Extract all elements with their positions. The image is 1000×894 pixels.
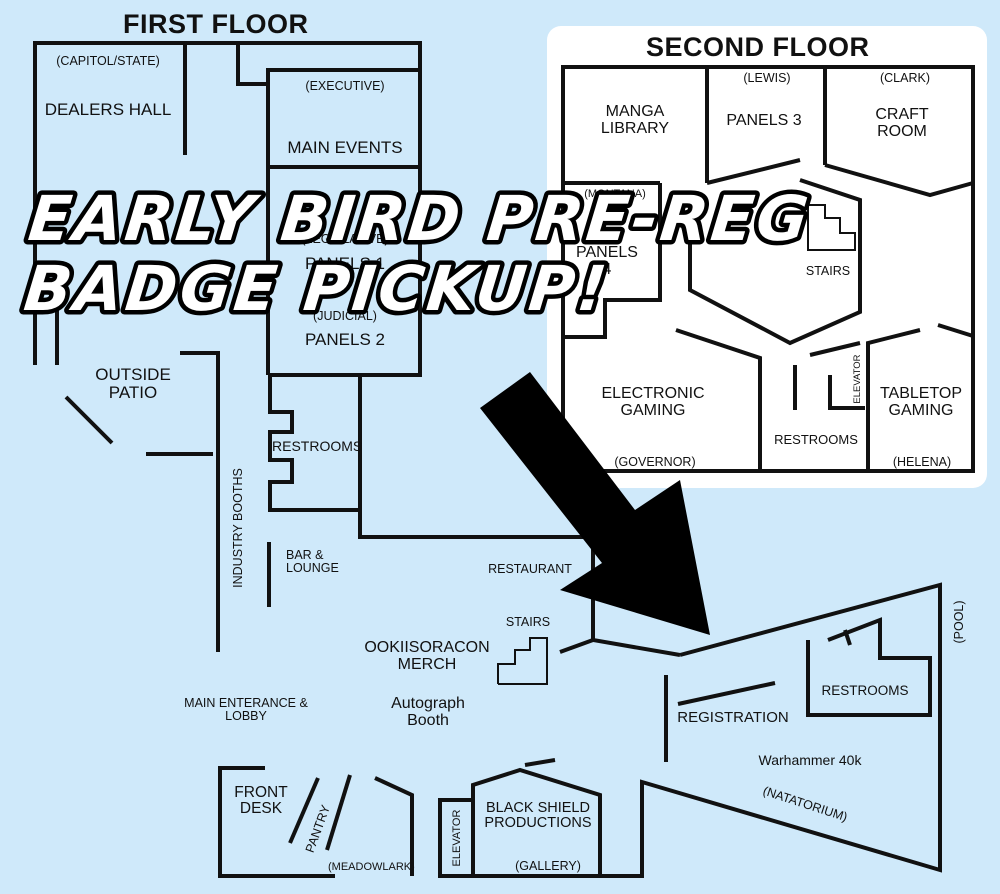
restrooms-2-label: RESTROOMS xyxy=(821,683,909,698)
gallery-label: (GALLERY) xyxy=(515,859,581,873)
black-shield-label: BLACK SHIELD PRODUCTIONS xyxy=(484,800,592,832)
second-floor-title: SECOND FLOOR xyxy=(646,32,870,62)
montana-label: (MONTANA) xyxy=(584,188,646,200)
autograph-booth-label: Autograph Booth xyxy=(391,695,465,729)
helena-label: (HELENA) xyxy=(892,455,952,469)
stairs-2-label: STAIRS xyxy=(805,264,851,278)
tabletop-gaming-label: TABLETOP GAMING xyxy=(879,385,963,419)
registration-label: REGISTRATION xyxy=(677,709,789,726)
front-desk-label: FRONT DESK xyxy=(234,784,288,818)
restaurant-label: RESTAURANT xyxy=(488,562,572,576)
restrooms-1-label: RESTROOMS xyxy=(272,438,363,454)
banner-line-1: EARLY BIRD PRE-REG xyxy=(25,182,814,255)
lewis-label: (LEWIS) xyxy=(743,71,791,85)
banner-line-2: BADGE PICKUP! xyxy=(21,252,613,325)
capitol-state-label: (CAPITOL/STATE) xyxy=(56,54,160,68)
legislative-label: (LEGISLATIVE) xyxy=(301,232,389,246)
merch-label: OOKIISORACON MERCH xyxy=(364,639,490,673)
bar-lounge-label: BAR & LOUNGE xyxy=(286,548,339,576)
craft-room-label: CRAFT ROOM xyxy=(875,106,929,140)
main-entrance-label: MAIN ENTERANCE & LOBBY xyxy=(184,696,308,724)
electronic-gaming-label: ELECTRONIC GAMING xyxy=(601,385,705,419)
panels-2-label: PANELS 2 xyxy=(304,330,385,349)
second-floor-outer-wall xyxy=(561,65,975,473)
clark-label: (CLARK) xyxy=(879,71,930,85)
panels-3-label: PANELS 3 xyxy=(726,112,802,129)
main-events-label: MAIN EVENTS xyxy=(287,138,403,157)
governor-label: (GOVERNOR) xyxy=(614,455,696,469)
first-floor-outer-wall xyxy=(33,41,422,377)
dealers-hall-label: DEALERS HALL xyxy=(44,100,172,119)
panels-1-label: PANELS 1 xyxy=(304,254,385,273)
warhammer-label: Warhammer 40k xyxy=(758,752,862,768)
stairs-icon-2 xyxy=(807,204,856,251)
restrooms-1-wall xyxy=(268,375,360,512)
panels-4-label: PANELS 4 xyxy=(576,244,638,278)
restrooms-3-label: RESTROOMS xyxy=(774,432,858,447)
stairs-label: STAIRS xyxy=(505,615,551,629)
executive-label: (EXECUTIVE) xyxy=(305,79,385,93)
first-floor-title: FIRST FLOOR xyxy=(123,9,309,39)
outside-patio-label: OUTSIDE PATIO xyxy=(95,365,171,402)
manga-library-label: MANGA LIBRARY xyxy=(600,103,670,137)
judicial-label: (JUDICIAL) xyxy=(313,309,377,323)
meadowlark-label: (MEADOWLARK) xyxy=(328,861,415,873)
